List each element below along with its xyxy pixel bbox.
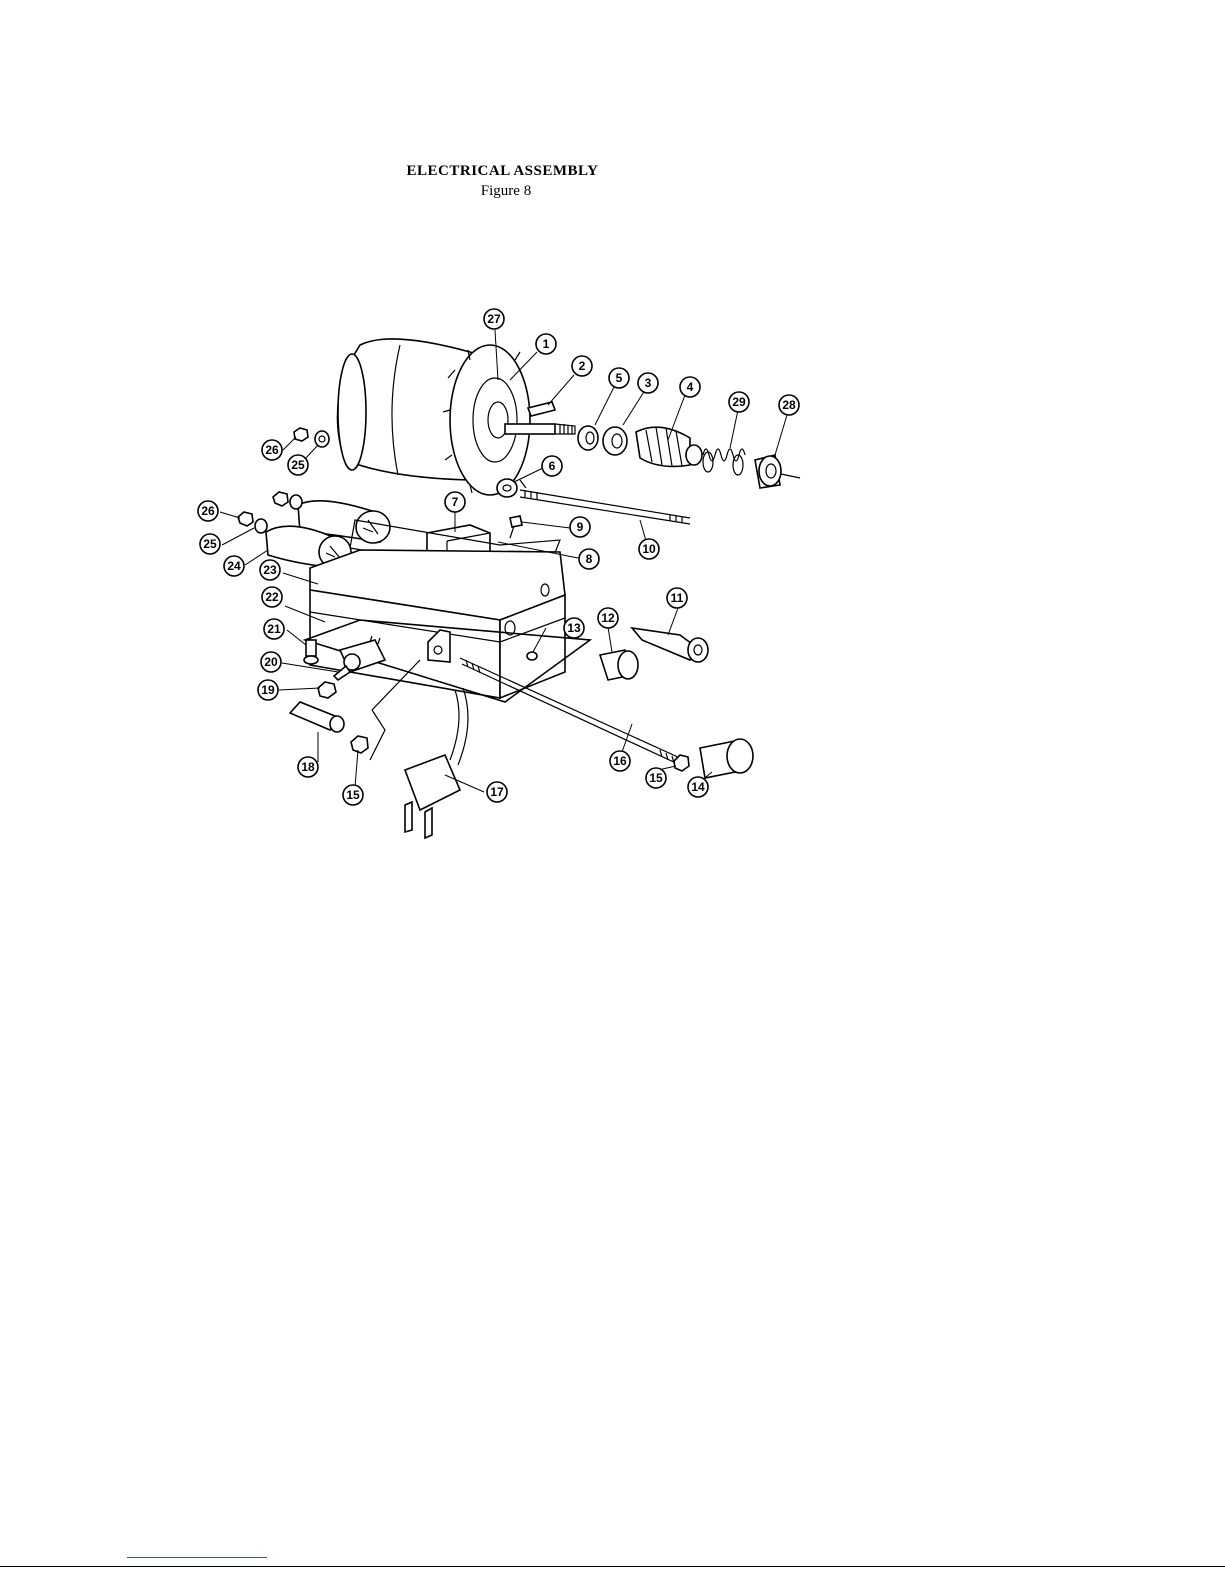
callout-23: 23 (260, 560, 280, 580)
callout-16: 16 (610, 751, 630, 771)
callout-9: 9 (570, 517, 590, 537)
svg-text:10: 10 (642, 542, 656, 556)
svg-text:15: 15 (649, 771, 663, 785)
lamp-socket-11 (632, 628, 708, 662)
callout-15-left: 15 (343, 785, 363, 805)
callout-2: 2 (572, 356, 592, 376)
footer-link-underline (127, 1557, 267, 1558)
power-plug (405, 755, 460, 838)
svg-text:17: 17 (490, 785, 504, 799)
callout-26-lower: 26 (198, 501, 218, 521)
screw-9 (510, 516, 522, 538)
svg-text:22: 22 (265, 590, 279, 604)
callout-17: 17 (487, 782, 507, 802)
svg-text:12: 12 (601, 611, 615, 625)
callout-5: 5 (609, 368, 629, 388)
svg-text:2: 2 (579, 359, 586, 373)
screw-21 (304, 640, 318, 664)
worm-gear (636, 427, 702, 466)
threaded-rod-10 (520, 490, 690, 524)
callout-14: 14 (688, 777, 708, 797)
hex-nut-15-left (351, 736, 368, 753)
callout-25-upper: 25 (288, 455, 308, 475)
callout-25-lower: 25 (200, 534, 220, 554)
compression-spring (703, 449, 745, 475)
callout-4: 4 (680, 377, 700, 397)
pilot-light-12 (600, 650, 638, 680)
svg-text:13: 13 (567, 621, 581, 635)
svg-text:21: 21 (267, 622, 281, 636)
svg-text:14: 14 (691, 780, 705, 794)
callout-28: 28 (779, 395, 799, 415)
svg-text:24: 24 (227, 559, 241, 573)
callout-3: 3 (638, 373, 658, 393)
svg-text:6: 6 (549, 459, 556, 473)
knob-14 (700, 739, 753, 778)
svg-text:25: 25 (203, 537, 217, 551)
svg-text:9: 9 (577, 520, 584, 534)
callout-20: 20 (261, 652, 281, 672)
svg-text:5: 5 (616, 371, 623, 385)
svg-text:1: 1 (543, 337, 550, 351)
callout-26-upper: 26 (262, 440, 282, 460)
shaft-key (528, 402, 555, 416)
svg-text:26: 26 (265, 443, 279, 457)
svg-text:19: 19 (261, 683, 275, 697)
svg-text:23: 23 (263, 563, 277, 577)
screw-13 (527, 652, 537, 660)
svg-text:25: 25 (291, 458, 305, 472)
callout-7: 7 (445, 492, 465, 512)
svg-text:26: 26 (201, 504, 215, 518)
svg-text:28: 28 (782, 398, 796, 412)
hex-nut-19 (318, 682, 336, 698)
callout-21: 21 (264, 619, 284, 639)
callout-24: 24 (224, 556, 244, 576)
svg-text:7: 7 (452, 495, 459, 509)
hex-nut-15-right (674, 755, 689, 771)
svg-text:27: 27 (487, 312, 501, 326)
callout-15-right: 15 (646, 768, 666, 788)
svg-text:3: 3 (645, 376, 652, 390)
bushing (755, 455, 800, 488)
fuse-holder (290, 702, 344, 732)
washer-3 (603, 427, 627, 455)
power-cord (450, 688, 468, 765)
motor-shaft (505, 424, 575, 434)
svg-text:20: 20 (264, 655, 278, 669)
callout-1: 1 (536, 334, 556, 354)
callout-11: 11 (667, 588, 687, 608)
svg-text:11: 11 (671, 591, 684, 605)
callout-27: 27 (484, 309, 504, 329)
svg-text:4: 4 (687, 380, 694, 394)
callout-13: 13 (564, 618, 584, 638)
callout-8: 8 (579, 549, 599, 569)
washer-5 (578, 426, 598, 450)
callout-29: 29 (729, 392, 749, 412)
callout-12: 12 (598, 608, 618, 628)
svg-text:29: 29 (732, 395, 746, 409)
svg-text:15: 15 (346, 788, 360, 802)
callout-6: 6 (542, 456, 562, 476)
svg-text:16: 16 (613, 754, 627, 768)
callout-22: 22 (262, 587, 282, 607)
motor-nuts (294, 428, 329, 447)
svg-text:8: 8 (586, 552, 593, 566)
callout-19: 19 (258, 680, 278, 700)
callout-18: 18 (298, 757, 318, 777)
footer-rule (0, 1566, 1225, 1567)
callout-10: 10 (639, 539, 659, 559)
svg-text:18: 18 (301, 760, 315, 774)
